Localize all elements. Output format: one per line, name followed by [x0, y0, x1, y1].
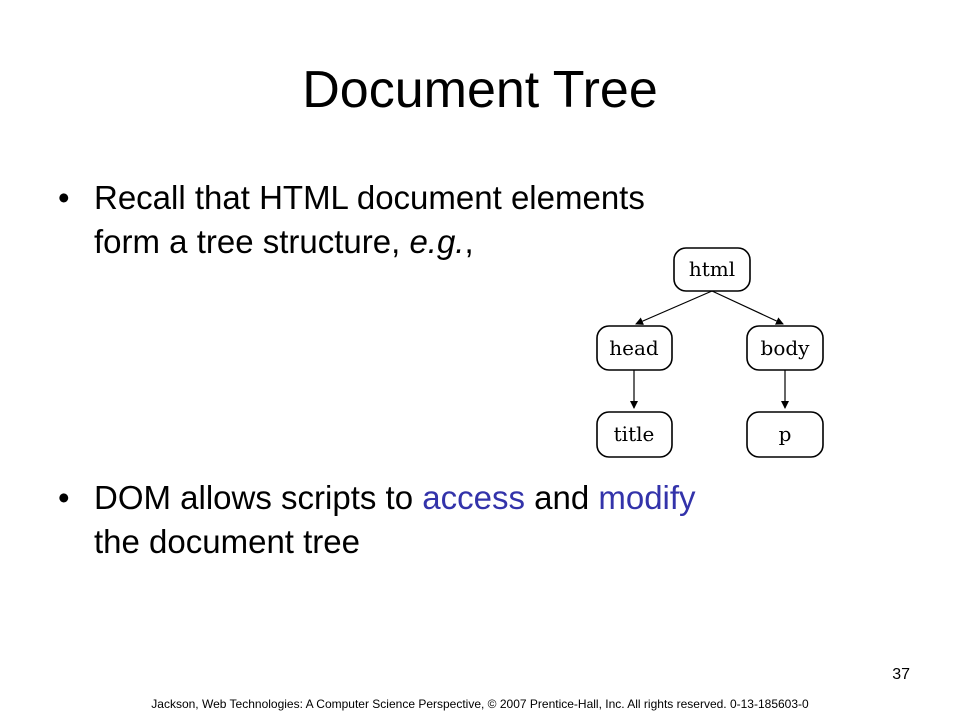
- node-html-label: html: [689, 257, 735, 281]
- node-title: title: [596, 411, 673, 458]
- bullet-1-emphasis: e.g.: [409, 223, 465, 260]
- node-p-label: p: [779, 422, 792, 446]
- highlight-modify: modify: [598, 479, 696, 516]
- edge-html-body: [711, 290, 784, 325]
- bullet-2-line-2: the document tree: [94, 523, 360, 560]
- edge-html-head: [635, 290, 713, 325]
- document-tree-diagram: html head body title p: [586, 240, 848, 464]
- node-title-label: title: [614, 422, 655, 446]
- bullet-icon: •: [58, 179, 70, 216]
- highlight-access: access: [422, 479, 525, 516]
- bullet-text-2: DOM allows scripts to access and modify …: [94, 476, 696, 564]
- slide-title: Document Tree: [302, 61, 658, 119]
- bullet-1-line-2: form a tree structure,: [94, 223, 410, 260]
- node-body: body: [746, 325, 824, 371]
- page-number: 37: [892, 666, 910, 683]
- bullet-1-line-1: Recall that HTML document elements: [94, 179, 645, 216]
- bullet-2-line-1-middle: and: [524, 479, 599, 516]
- tree-svg: html head body title p: [596, 247, 824, 458]
- bullet-1-line-2-end: ,: [464, 223, 474, 260]
- node-p: p: [746, 411, 824, 458]
- node-head: head: [596, 325, 673, 371]
- footer-citation: Jackson, Web Technologies: A Computer Sc…: [151, 697, 809, 711]
- bullet-2-line-1-start: DOM allows scripts to: [94, 479, 423, 516]
- node-head-label: head: [609, 336, 659, 360]
- node-html: html: [673, 247, 751, 292]
- node-body-label: body: [761, 336, 811, 360]
- bullet-text-1: Recall that HTML document elements form …: [94, 176, 645, 264]
- bullet-icon: •: [58, 479, 70, 516]
